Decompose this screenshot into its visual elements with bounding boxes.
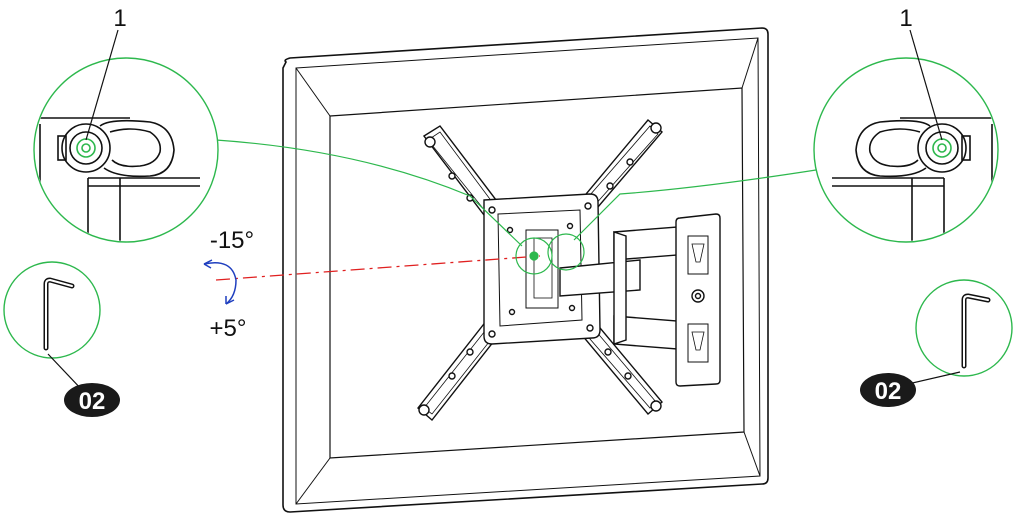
tool-callout-label-left: 02 (79, 388, 106, 415)
tool-callout-badge-right (860, 373, 916, 407)
right-tool-inset: 02 (860, 279, 1013, 407)
tv-panel (282, 27, 769, 513)
tilt-down-label: +5° (210, 315, 247, 342)
part-number-label-right: 1 (899, 5, 912, 32)
center-plate (483, 193, 601, 345)
right-detail-magnifier: 1 (813, 5, 999, 243)
left-tool-inset: 02 (3, 261, 120, 417)
left-detail-magnifier: 1 (33, 5, 219, 243)
bolt-icon (650, 122, 662, 134)
wall-plate (675, 213, 721, 387)
tool-callout-badge-left (64, 383, 120, 417)
pivot-detail-marks (515, 233, 585, 275)
tilt-arrow-icon (203, 259, 237, 305)
tool-callout-label-right: 02 (875, 378, 902, 405)
tilt-up-label: -15° (210, 227, 254, 254)
part-number-label-left: 1 (113, 5, 126, 32)
bolt-icon (650, 400, 662, 412)
tilt-axis-line (215, 255, 541, 281)
leader-lines (215, 139, 817, 247)
articulating-arm (559, 225, 691, 351)
bolt-icon (424, 136, 436, 148)
bolt-icon (418, 404, 430, 416)
